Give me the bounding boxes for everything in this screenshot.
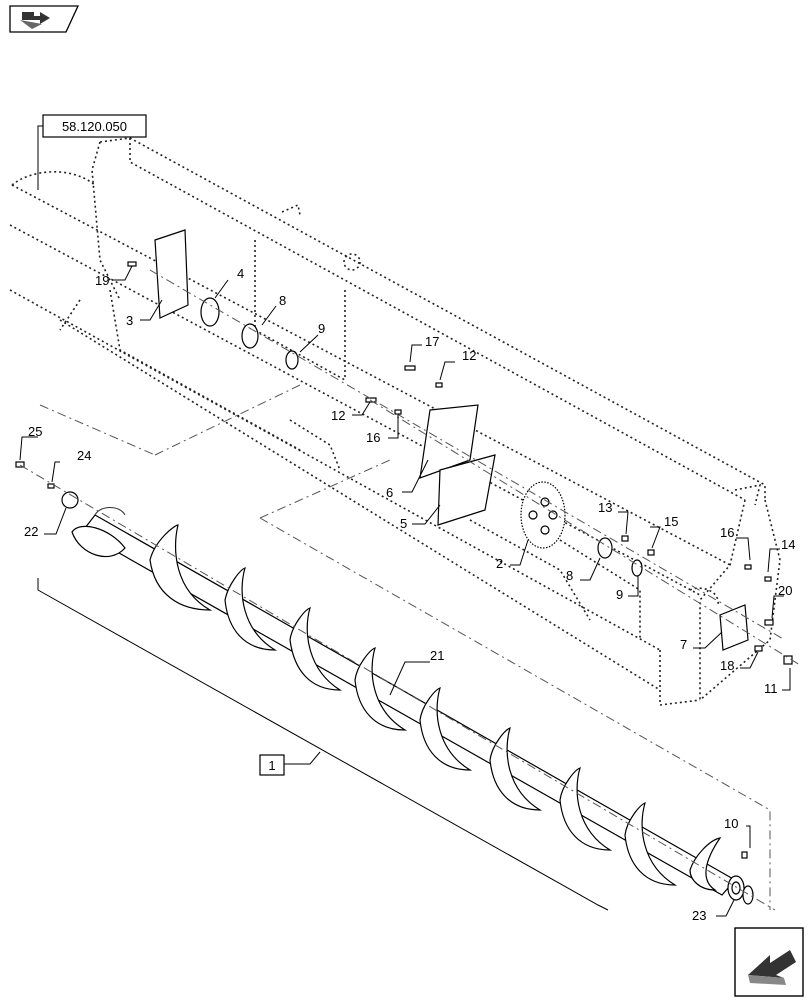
- assembly-bracket: [37, 578, 609, 911]
- bearing-plate: [719, 604, 749, 651]
- callout-2: 2: [496, 556, 503, 571]
- callout-25: 25: [28, 424, 42, 439]
- alignment-lines: [19, 269, 801, 911]
- callout-10: 10: [724, 816, 738, 831]
- bolts: [15, 261, 793, 859]
- stub-shaft: [731, 881, 741, 895]
- lock-collar-left: [61, 491, 79, 509]
- collar: [285, 350, 299, 370]
- callout-13: 13: [598, 500, 612, 515]
- callouts: 19 3 4 8 9 17 12 12 16 6 5 2 8 13 15 9 1…: [24, 266, 795, 923]
- reference-number: 58.120.050: [62, 119, 127, 134]
- bearing-flange: [200, 297, 220, 327]
- callout-9-right: 9: [616, 587, 623, 602]
- bearing: [241, 323, 259, 349]
- leader-lines: [19, 265, 791, 917]
- callout-6: 6: [386, 485, 393, 500]
- section-nav-icon[interactable]: [9, 5, 80, 33]
- auger-housing-frame: [9, 137, 781, 706]
- callout-14: 14: [781, 537, 795, 552]
- callout-3: 3: [126, 313, 133, 328]
- callout-19: 19: [95, 273, 109, 288]
- callout-16-left: 16: [366, 430, 380, 445]
- assembly-label: 1: [268, 758, 275, 773]
- callout-11: 11: [764, 681, 778, 696]
- callout-17: 17: [425, 334, 439, 349]
- mounting-plate: [154, 229, 189, 319]
- sprocket: [520, 481, 566, 549]
- assembly-box[interactable]: 1: [259, 751, 321, 776]
- callout-16-right: 16: [720, 525, 734, 540]
- callout-18: 18: [720, 658, 734, 673]
- callout-12-left: 12: [331, 408, 345, 423]
- auger-tube-assembly: [71, 507, 754, 905]
- callout-21: 21: [430, 648, 444, 663]
- callout-12-right: 12: [462, 348, 476, 363]
- callout-22: 22: [24, 524, 38, 539]
- callout-15: 15: [664, 514, 678, 529]
- shield-upper: [419, 404, 479, 479]
- callout-24: 24: [77, 448, 91, 463]
- next-page-arrow-icon[interactable]: [734, 927, 804, 997]
- callout-8-right: 8: [566, 568, 573, 583]
- callout-7: 7: [680, 637, 687, 652]
- callout-8-left: 8: [279, 293, 286, 308]
- callout-20: 20: [778, 583, 792, 598]
- callout-5: 5: [400, 516, 407, 531]
- reference-box[interactable]: 58.120.050: [37, 114, 147, 190]
- callout-23: 23: [692, 908, 706, 923]
- callout-9-left: 9: [318, 321, 325, 336]
- parts-group: [15, 229, 793, 895]
- callout-4: 4: [237, 266, 244, 281]
